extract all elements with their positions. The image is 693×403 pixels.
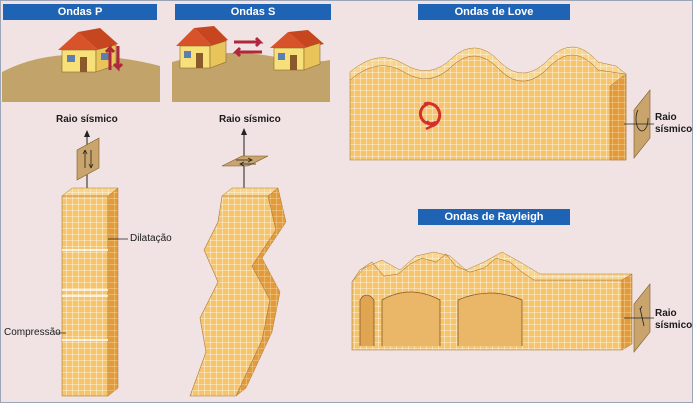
title-p-waves: Ondas P: [3, 4, 157, 20]
title-rayleigh-waves: Ondas de Rayleigh: [418, 209, 570, 225]
raio-sismico-p-label: Raio sísmico: [56, 114, 118, 125]
s-wave-house-right: [270, 30, 324, 70]
dilatacao-label: Dilatação: [130, 233, 172, 244]
compressao-label: Compressão: [4, 327, 61, 338]
title-s-waves: Ondas S: [175, 4, 331, 20]
love-wave-plane: [624, 90, 654, 158]
raio-rayleigh-label-line2: sísmico: [655, 320, 692, 331]
p-wave-column: [62, 188, 118, 396]
raio-love-label-line2: sísmico: [655, 124, 692, 135]
s-wave-house-left: [176, 26, 228, 68]
raio-sismico-s-label: Raio sísmico: [219, 114, 281, 125]
rayleigh-wave-block: [352, 252, 632, 350]
raio-love-label-line1: Raio: [655, 112, 677, 123]
raio-rayleigh-label-line1: Raio: [655, 308, 677, 319]
s-wave-plane: [222, 128, 268, 190]
p-wave-plane: [77, 130, 99, 190]
s-wave-column: [190, 188, 286, 396]
s-wave-arrows-icon: [234, 38, 262, 56]
love-wave-block: [350, 47, 626, 160]
title-love-waves: Ondas de Love: [418, 4, 570, 20]
